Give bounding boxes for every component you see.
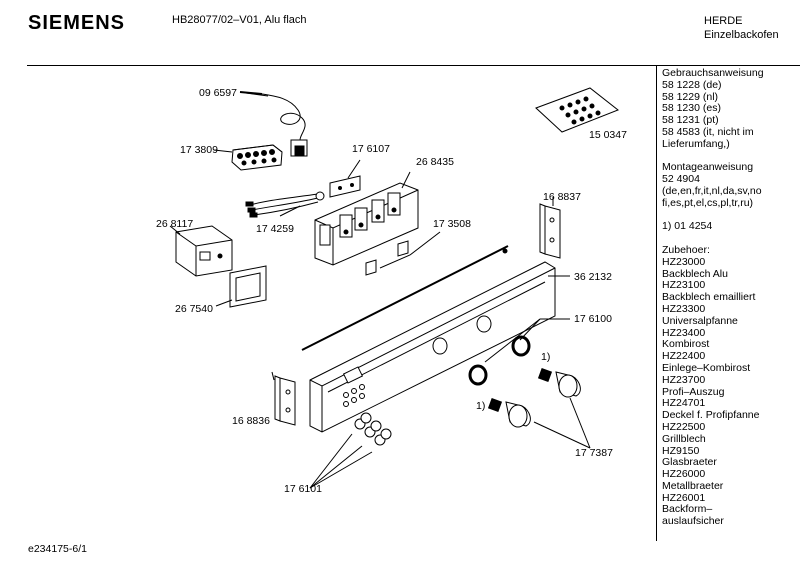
sidebar-line: 58 1230 (es) [662, 102, 721, 115]
side-bracket-right-part [539, 197, 561, 259]
sidebar-line: 58 4583 (it, nicht im [662, 125, 754, 138]
sidebar-line: Montageanweisung [662, 161, 754, 174]
sidebar-line: HZ24701 [662, 397, 706, 410]
sidebar-line: Kombirost [662, 338, 710, 351]
bracket-part [329, 159, 361, 198]
manuals-part [535, 87, 619, 133]
sidebar-line: Grillblech [662, 432, 706, 445]
exploded-parts-drawing: 09 6597 17 3809 17 6107 26 8435 15 0347 … [156, 87, 627, 495]
label-168837: 16 8837 [543, 191, 581, 203]
sidebar-line: HZ26001 [662, 491, 706, 504]
label-173508: 17 3508 [433, 218, 471, 230]
housing-part [169, 225, 233, 277]
footnote-marker-2: 1) [476, 400, 485, 412]
sidebar-line: auslaufsicher [662, 515, 724, 528]
label-176100: 17 6100 [574, 313, 612, 325]
sidebar-line: HZ22500 [662, 420, 706, 433]
label-177387: 17 7387 [575, 447, 613, 459]
sidebar-line: Universalpfanne [662, 314, 738, 327]
sidebar-line: Gebrauchsanweisung [662, 67, 764, 79]
clips-part [365, 231, 441, 276]
label-168836: 16 8836 [232, 415, 270, 427]
sidebar-line: HZ23300 [662, 302, 706, 315]
sidebar-line: HZ23400 [662, 326, 706, 339]
terminal-block-part [213, 144, 283, 171]
label-150347: 15 0347 [589, 129, 627, 141]
sidebar-line: Backform– [662, 503, 713, 516]
control-knobs-part [487, 367, 591, 449]
control-panel-part [309, 261, 570, 433]
label-173809: 17 3809 [180, 144, 218, 156]
sidebar-line: Backblech Alu [662, 267, 728, 280]
sidebar-line: fi,es,pt,el,cs,pl,tr,ru) [662, 196, 754, 209]
sidebar-line: 52 4904 [662, 173, 700, 186]
knob-rings-part [468, 318, 570, 386]
sidebar-line: HZ9150 [662, 444, 700, 457]
category-line-2: Einzelbackofen [704, 29, 779, 41]
sidebar-line: 58 1228 (de) [662, 78, 722, 91]
sidebar-line: Deckel f. Profipfanne [662, 409, 760, 422]
side-bracket-left-part [271, 371, 296, 426]
header-divider [27, 65, 800, 66]
sidebar-divider [656, 65, 657, 541]
sidebar-line: HZ23700 [662, 373, 706, 386]
sidebar-line: Backblech emailliert [662, 291, 756, 304]
label-176101: 17 6101 [284, 483, 322, 495]
sidebar-line: (de,en,fr,it,nl,da,sv,no [662, 184, 762, 197]
drawing-id: e234175-6/1 [28, 543, 87, 555]
sidebar-line: HZ26000 [662, 468, 706, 481]
model-number: HB28077/02–V01, Alu flach [172, 14, 307, 26]
sidebar-line: HZ23100 [662, 279, 706, 292]
wiring-harness-part [245, 191, 325, 218]
thermostat-part [239, 91, 308, 157]
frame-part [215, 265, 267, 308]
category-line-1: HERDE [704, 15, 743, 27]
label-362132: 36 2132 [574, 271, 612, 283]
sidebar-line: Profi–Auszug [662, 385, 725, 398]
sidebar-line: HZ23000 [662, 255, 706, 268]
footnote-marker-1: 1) [541, 351, 550, 363]
sidebar-line: HZ22400 [662, 350, 706, 363]
brand-logo: SIEMENS [28, 12, 126, 34]
label-176107: 17 6107 [352, 143, 390, 155]
sidebar-line: Glasbraeter [662, 456, 717, 469]
label-268435: 26 8435 [416, 156, 454, 168]
sidebar-line: Metallbraeter [662, 479, 724, 492]
label-174259: 17 4259 [256, 223, 294, 235]
label-268117: 26 8117 [156, 218, 193, 230]
label-267540: 26 7540 [175, 303, 213, 315]
sidebar-line: Einlege–Kombirost [662, 361, 751, 374]
sidebar-line: Lieferumfang,) [662, 137, 730, 150]
category-block: HERDE Einzelbackofen [704, 14, 779, 42]
sidebar-line: Zubehoer: [662, 243, 710, 256]
label-096597: 09 6597 [199, 87, 237, 99]
sidebar-line: 1) 01 4254 [662, 220, 713, 233]
control-module-part [314, 171, 419, 266]
sidebar-line: 58 1229 (nl) [662, 90, 719, 103]
sidebar-line: 58 1231 (pt) [662, 114, 719, 127]
pushbuttons-part [309, 412, 392, 489]
